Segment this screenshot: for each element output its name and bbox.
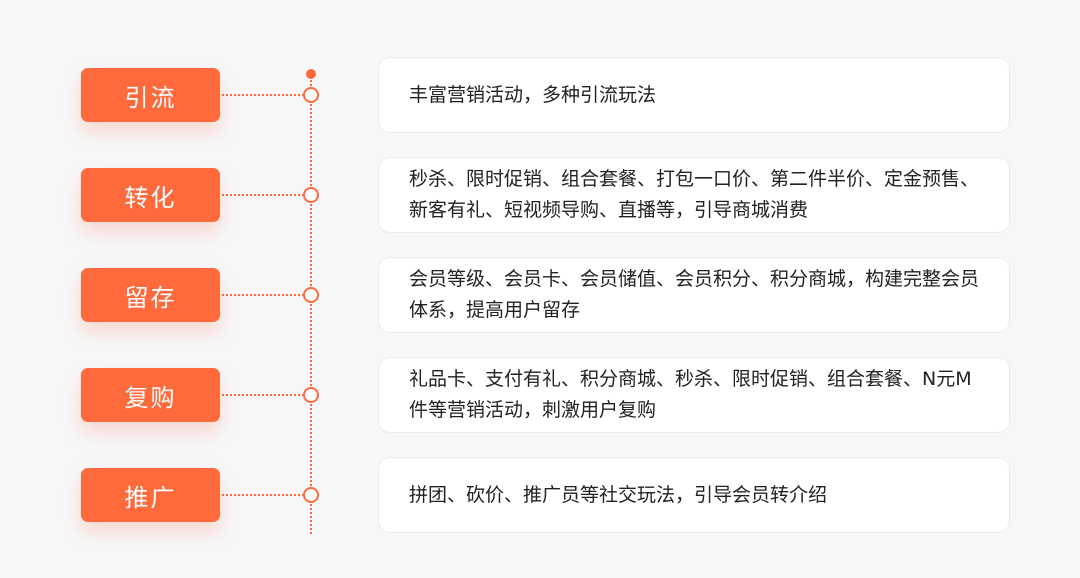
step-connector (222, 94, 304, 96)
step-card-repurchase: 礼品卡、支付有礼、积分商城、秒杀、限时促销、组合套餐、N元M件等营销活动，刺激用… (378, 357, 1010, 433)
step-card-retention: 会员等级、会员卡、会员储值、会员积分、积分商城，构建完整会员体系，提高用户留存 (378, 257, 1010, 333)
step-description: 秒杀、限时促销、组合套餐、打包一口价、第二件半价、定金预售、新客有礼、短视频导购… (409, 168, 980, 221)
step-row-acquisition: 引流 丰富营销活动，多种引流玩法 (0, 55, 1080, 135)
timeline-node (303, 487, 319, 503)
step-label-repurchase: 复购 (81, 368, 220, 422)
timeline-node (303, 387, 319, 403)
timeline-node (303, 287, 319, 303)
timeline-line (310, 76, 312, 534)
step-row-retention: 留存 会员等级、会员卡、会员储值、会员积分、积分商城，构建完整会员体系，提高用户… (0, 255, 1080, 335)
step-connector (222, 494, 304, 496)
step-label-retention: 留存 (81, 268, 220, 322)
step-connector (222, 294, 304, 296)
step-description: 会员等级、会员卡、会员储值、会员积分、积分商城，构建完整会员体系，提高用户留存 (409, 268, 980, 321)
timeline-node (303, 187, 319, 203)
step-card-conversion: 秒杀、限时促销、组合套餐、打包一口价、第二件半价、定金预售、新客有礼、短视频导购… (378, 157, 1010, 233)
step-row-promotion: 推广 拼团、砍价、推广员等社交玩法，引导会员转介绍 (0, 455, 1080, 535)
step-description: 礼品卡、支付有礼、积分商城、秒杀、限时促销、组合套餐、N元M件等营销活动，刺激用… (409, 368, 972, 421)
step-row-repurchase: 复购 礼品卡、支付有礼、积分商城、秒杀、限时促销、组合套餐、N元M件等营销活动，… (0, 355, 1080, 435)
step-connector (222, 194, 304, 196)
step-card-acquisition: 丰富营销活动，多种引流玩法 (378, 57, 1010, 133)
step-row-conversion: 转化 秒杀、限时促销、组合套餐、打包一口价、第二件半价、定金预售、新客有礼、短视… (0, 155, 1080, 235)
step-label-promotion: 推广 (81, 468, 220, 522)
step-label-acquisition: 引流 (81, 68, 220, 122)
step-description: 丰富营销活动，多种引流玩法 (409, 83, 657, 106)
step-card-promotion: 拼团、砍价、推广员等社交玩法，引导会员转介绍 (378, 457, 1010, 533)
step-description: 拼团、砍价、推广员等社交玩法，引导会员转介绍 (409, 483, 828, 506)
step-label-conversion: 转化 (81, 168, 220, 222)
timeline-node (303, 87, 319, 103)
step-connector (222, 394, 304, 396)
timeline-start-dot (306, 69, 316, 79)
